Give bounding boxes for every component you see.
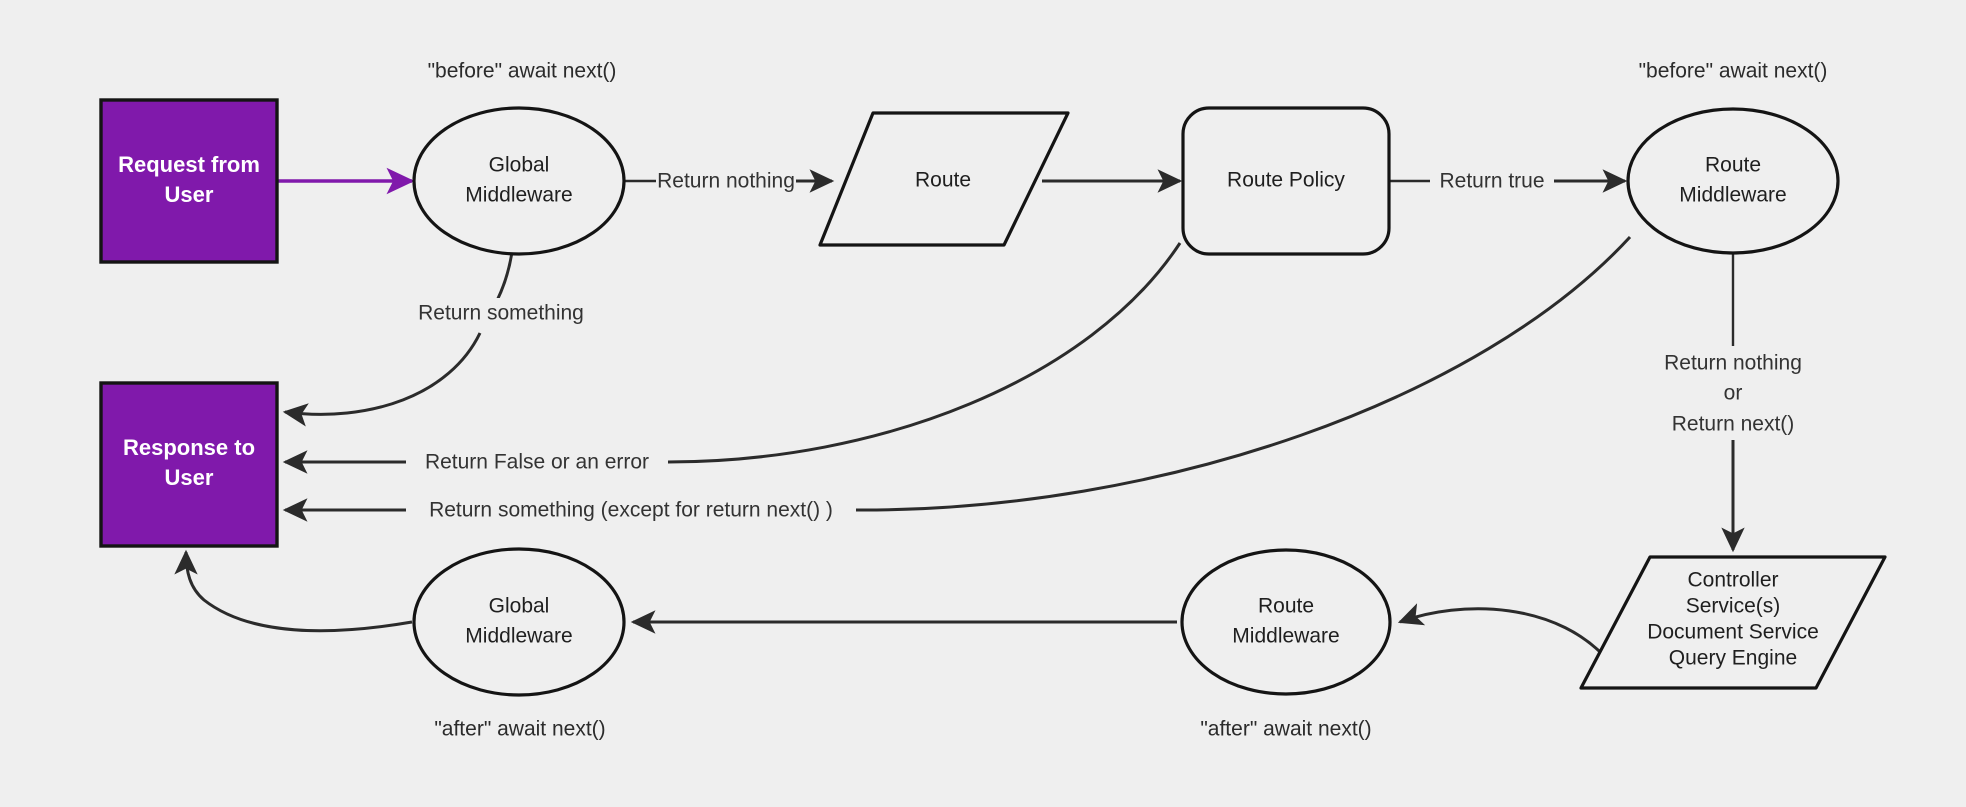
node-request-from-user[interactable]: Request from User	[99, 98, 279, 264]
edge-global-mw-after-to-response	[174, 549, 413, 633]
route-label: Route	[915, 169, 971, 192]
controller-label-line1: Controller	[1687, 569, 1778, 592]
annotation-before-await-next-left: "before" await next()	[428, 60, 617, 83]
request-from-user-label-line1: Request from	[118, 152, 260, 177]
node-global-middleware-before[interactable]: Global Middleware	[412, 106, 626, 256]
route-mw-down-text-line3: Return next()	[1672, 413, 1795, 436]
return-false-or-error-text: Return False or an error	[425, 451, 649, 474]
edge-route-mw-to-response-right	[854, 235, 1632, 512]
route-middleware-after-shape	[1180, 548, 1392, 696]
request-from-user-shape	[99, 98, 279, 264]
node-route-policy[interactable]: Route Policy	[1181, 106, 1391, 256]
return-something-except-bg	[406, 495, 856, 525]
controller-services-shape	[1579, 555, 1887, 690]
controller-label-line4: Query Engine	[1669, 647, 1797, 670]
edge-label-return-true: Return true	[1430, 166, 1554, 196]
return-nothing-top-text: Return nothing	[657, 170, 795, 193]
return-false-or-error-bg	[406, 447, 668, 477]
route-middleware-before-shape	[1626, 107, 1840, 255]
return-nothing-top-bg	[656, 166, 796, 196]
edge-label-return-something-except: Return something (except for return next…	[406, 495, 856, 525]
edge-label-return-nothing-top: Return nothing	[656, 166, 796, 196]
annotation-after-await-next-left: "after" await next()	[434, 718, 605, 741]
edge-controller-to-route-mw-after	[1397, 603, 1614, 666]
response-to-user-shape	[99, 381, 279, 548]
controller-label-line3: Document Service	[1647, 621, 1819, 644]
annotation-before-await-next-right: "before" await next()	[1639, 60, 1828, 83]
route-policy-label: Route Policy	[1227, 169, 1345, 192]
route-mw-down-line3-bg	[1650, 410, 1816, 440]
node-response-to-user[interactable]: Response to User	[99, 381, 279, 548]
global-middleware-after-label-line1: Global	[489, 595, 550, 618]
global-middleware-after-shape	[412, 547, 626, 697]
global-middleware-before-shape	[412, 106, 626, 256]
route-mw-down-text-line2: or	[1724, 382, 1743, 405]
annotation-after-await-next-right: "after" await next()	[1200, 718, 1371, 741]
edge-global-mw-return-something-lower	[282, 332, 482, 427]
node-controller-services[interactable]: Controller Service(s) Document Service Q…	[1579, 555, 1887, 690]
return-true-bg	[1430, 166, 1554, 196]
return-something-except-text: Return something (except for return next…	[429, 499, 833, 522]
global-middleware-before-label-line2: Middleware	[465, 184, 572, 207]
response-to-user-label-line2: User	[165, 465, 214, 490]
node-route-middleware-before[interactable]: Route Middleware	[1626, 107, 1840, 255]
route-middleware-before-label-line2: Middleware	[1679, 184, 1786, 207]
route-middleware-after-label-line2: Middleware	[1232, 625, 1339, 648]
node-route-middleware-after[interactable]: Route Middleware	[1180, 548, 1392, 696]
route-middleware-after-label-line1: Route	[1258, 595, 1314, 618]
controller-label-line2: Service(s)	[1686, 595, 1781, 618]
return-something-top-bg	[406, 298, 596, 328]
return-something-top-text: Return something	[418, 302, 584, 325]
request-from-user-label-line2: User	[165, 182, 214, 207]
edge-label-return-false-or-error: Return False or an error	[406, 447, 668, 477]
edge-route-policy-to-response-right	[667, 242, 1182, 464]
global-middleware-after-label-line2: Middleware	[465, 625, 572, 648]
edge-label-route-mw-down-line3: Return next()	[1650, 410, 1816, 440]
route-mw-down-text-line1: Return nothing	[1664, 352, 1802, 375]
route-middleware-before-label-line1: Route	[1705, 154, 1761, 177]
node-route[interactable]: Route	[818, 111, 1070, 247]
return-true-text: Return true	[1439, 170, 1544, 193]
route-policy-shape	[1181, 106, 1391, 256]
edge-label-return-something-top: Return something	[406, 298, 596, 328]
route-shape	[818, 111, 1070, 247]
global-middleware-before-label-line1: Global	[489, 154, 550, 177]
response-to-user-label-line1: Response to	[123, 435, 255, 460]
node-global-middleware-after[interactable]: Global Middleware	[412, 547, 626, 697]
